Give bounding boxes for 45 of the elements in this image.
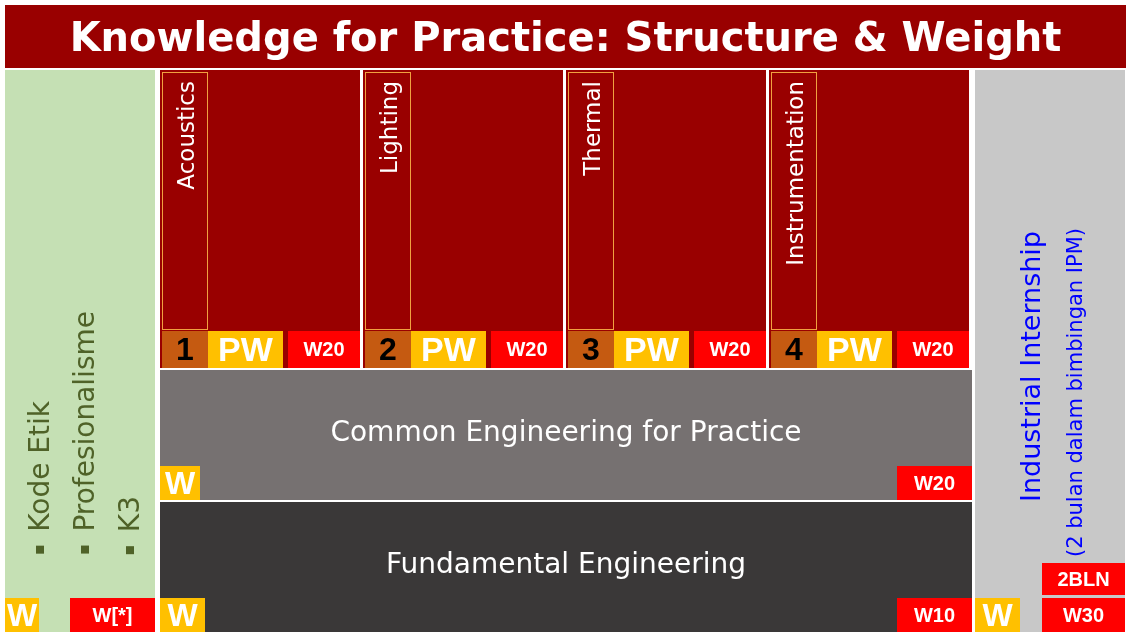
weight-badge: W20 — [491, 331, 563, 368]
weight-badge: PW — [208, 331, 283, 368]
weight-badge: 2BLN — [1042, 563, 1125, 595]
module-name: Acoustics — [173, 81, 199, 190]
number-badge: 2 — [365, 331, 411, 368]
weight-badge: W — [160, 466, 200, 500]
block-title: Common Engineering for Practice — [329, 415, 803, 448]
number-badge: 3 — [568, 331, 614, 368]
weight-badge: W — [975, 598, 1020, 632]
weight-badge: W10 — [897, 598, 972, 632]
module-column — [363, 70, 563, 368]
weight-badge: W — [5, 598, 39, 632]
number-badge: 4 — [771, 331, 817, 368]
module-name: Instrumentation — [782, 81, 808, 266]
module-label-strip — [162, 72, 208, 330]
list-item: Profesionalisme — [68, 311, 101, 554]
block-title: Fundamental Engineering — [384, 547, 748, 580]
module-column — [160, 70, 360, 368]
weight-badge: W20 — [897, 331, 969, 368]
weight-badge: PW — [614, 331, 689, 368]
weight-badge: W20 — [897, 466, 972, 500]
side-panel — [5, 70, 155, 632]
layer-block — [160, 502, 972, 632]
module-name: Lighting — [376, 81, 402, 174]
weight-badge: PW — [817, 331, 892, 368]
weight-badge: W — [160, 598, 205, 632]
module-column — [769, 70, 969, 368]
module-label-strip — [568, 72, 614, 330]
list-item: Kode Etik — [23, 401, 56, 554]
module-label-strip — [365, 72, 411, 330]
weight-badge: PW — [411, 331, 486, 368]
list-item: K3 — [113, 495, 146, 554]
module-name: Thermal — [579, 81, 605, 176]
weight-badge: W20 — [694, 331, 766, 368]
weight-badge: W30 — [1042, 598, 1125, 632]
module-label-strip — [771, 72, 817, 330]
weight-badge: W[*] — [70, 598, 155, 632]
number-badge: 1 — [162, 331, 208, 368]
module-column — [566, 70, 766, 368]
panel-subtitle: (2 bulan dalam bimbingan IPM) — [1063, 227, 1087, 557]
weight-badge: W20 — [288, 331, 360, 368]
layer-block — [160, 370, 972, 500]
panel-title: Industrial Internship — [1015, 230, 1046, 502]
side-panel — [975, 70, 1125, 632]
title-banner: Knowledge for Practice: Structure & Weight — [5, 5, 1126, 68]
